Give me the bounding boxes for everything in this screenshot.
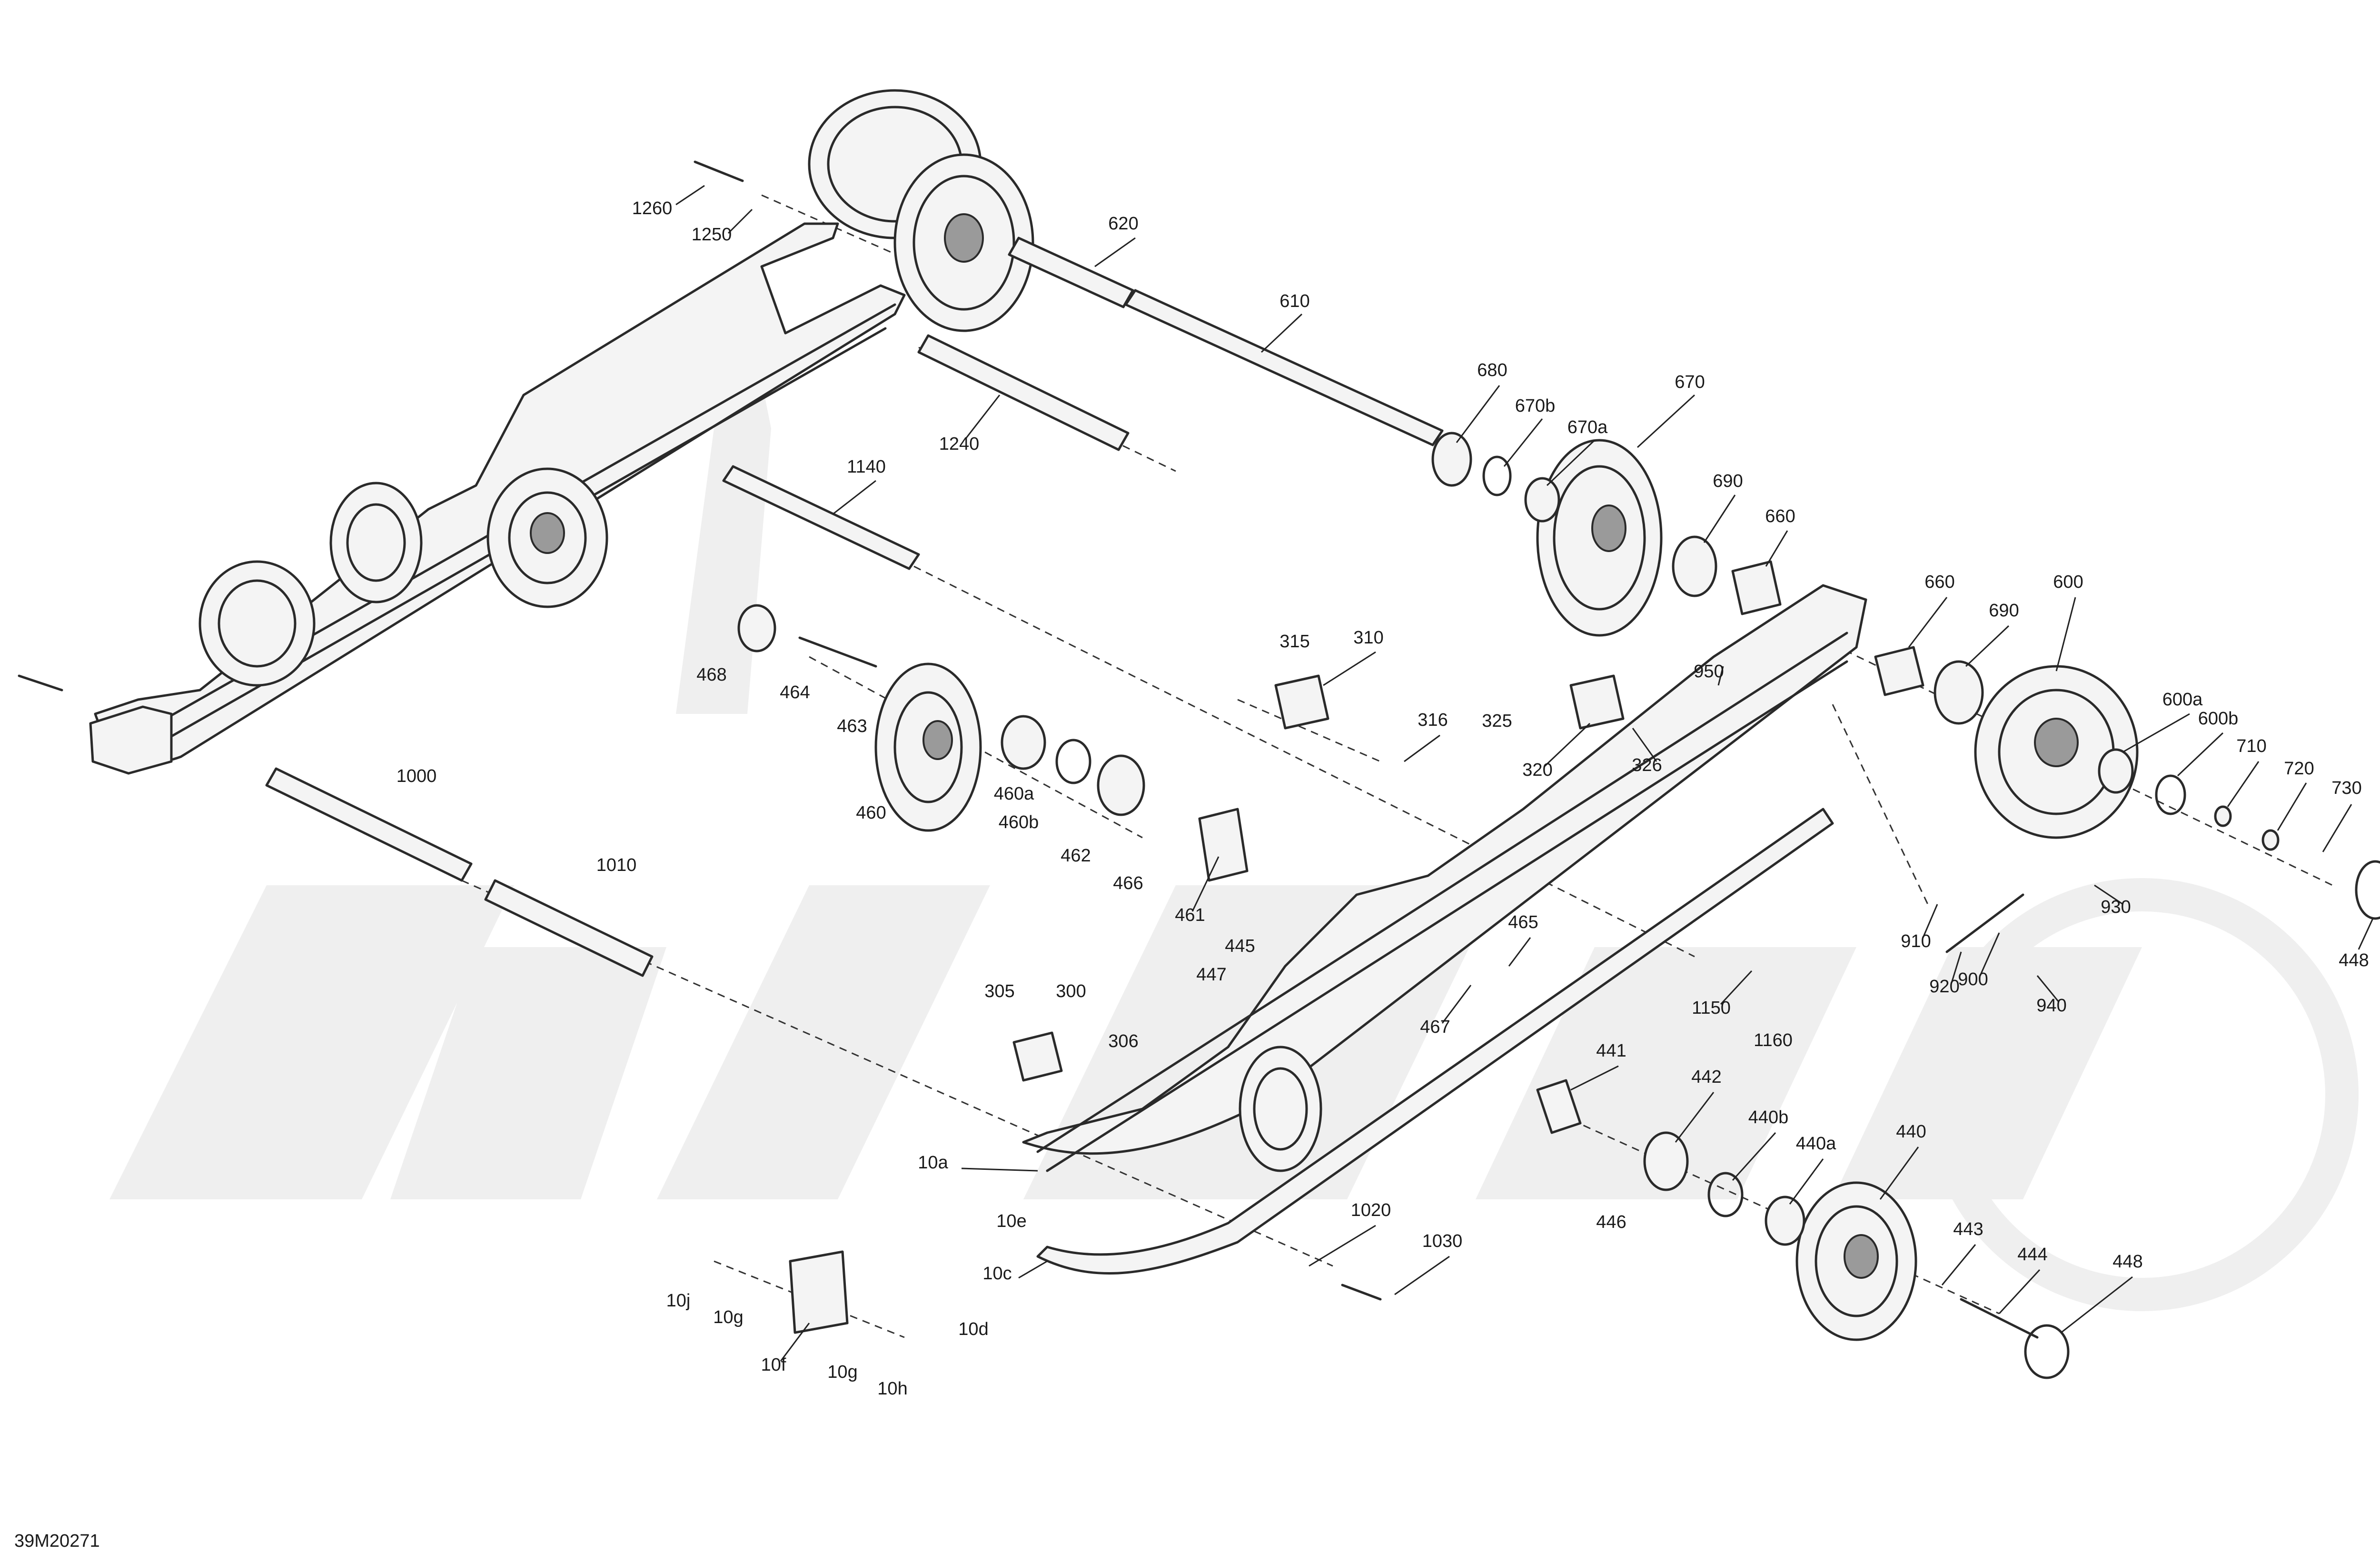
- right-rail: [1022, 584, 1867, 1275]
- part-label-447: 447: [1196, 965, 1226, 985]
- part-label-460: 460: [856, 803, 886, 823]
- part-label-610: 610: [1279, 291, 1309, 311]
- part-label-326: 326: [1632, 755, 1662, 775]
- part-label-1160: 1160: [1754, 1030, 1793, 1050]
- part-label-730: 730: [2331, 778, 2361, 798]
- part-label-448: 448: [2112, 1252, 2142, 1272]
- part-label-462: 462: [1061, 846, 1091, 866]
- part-label-316: 316: [1418, 710, 1448, 730]
- part-label-1140: 1140: [847, 457, 886, 477]
- part-label-441: 441: [1596, 1041, 1626, 1061]
- part-label-660: 660: [1924, 572, 1954, 592]
- part-label-950: 950: [1694, 662, 1724, 682]
- part-label-1250: 1250: [692, 225, 732, 245]
- part-label-305: 305: [984, 981, 1014, 1001]
- part-label-306: 306: [1108, 1031, 1138, 1051]
- part-label-10d: 10d: [958, 1319, 988, 1339]
- part-label-660: 660: [1765, 506, 1795, 526]
- part-label-1240: 1240: [939, 434, 980, 454]
- part-label-920: 920: [1929, 977, 1959, 997]
- right-rail-wheels: [874, 439, 2139, 1341]
- part-label-690: 690: [1989, 601, 2019, 621]
- diagram-id: 39M20271: [14, 1531, 100, 1551]
- part-label-600a: 600a: [2162, 690, 2203, 710]
- part-label-440b: 440b: [1748, 1107, 1789, 1127]
- part-label-10f: 10f: [761, 1355, 786, 1375]
- part-label-468: 468: [696, 665, 726, 685]
- part-label-10h: 10h: [877, 1379, 907, 1399]
- part-label-442: 442: [1691, 1067, 1721, 1087]
- part-label-10c: 10c: [982, 1264, 1012, 1284]
- part-number-labels: 1260 1250 620 610 1240 1140 680 670b 670a 670 690 6…: [397, 198, 2369, 1399]
- part-label-465: 465: [1508, 912, 1538, 932]
- part-label-448: 448: [2339, 950, 2369, 970]
- small-parts: [694, 160, 2380, 1379]
- part-label-670a: 670a: [1567, 417, 1608, 437]
- shafts: [265, 237, 1444, 977]
- part-label-460b: 460b: [999, 812, 1039, 832]
- part-label-440a: 440a: [1796, 1134, 1836, 1154]
- part-label-600b: 600b: [2198, 709, 2239, 729]
- part-label-910: 910: [1901, 931, 1931, 951]
- part-label-940: 940: [2036, 996, 2066, 1016]
- leader-lines: [675, 185, 2374, 1362]
- part-label-900: 900: [1958, 969, 1988, 989]
- part-label-443: 443: [1953, 1219, 1983, 1239]
- part-label-1150: 1150: [1692, 998, 1731, 1018]
- part-label-444: 444: [2017, 1245, 2047, 1265]
- part-label-10a: 10a: [918, 1153, 948, 1173]
- left-rail-wheels: [198, 89, 1034, 687]
- part-label-320: 320: [1522, 760, 1552, 780]
- part-label-464: 464: [780, 682, 810, 702]
- part-label-1000: 1000: [397, 766, 437, 786]
- part-label-670: 670: [1675, 372, 1705, 392]
- part-label-720: 720: [2284, 759, 2314, 779]
- left-tip-block: [18, 674, 173, 775]
- part-label-461: 461: [1175, 905, 1205, 925]
- part-label-466: 466: [1113, 873, 1143, 893]
- part-label-300: 300: [1056, 981, 1086, 1001]
- part-label-930: 930: [2101, 897, 2131, 917]
- part-label-1030: 1030: [1422, 1231, 1463, 1251]
- part-label-460a: 460a: [994, 784, 1034, 804]
- part-label-10g: 10g: [827, 1362, 857, 1382]
- part-label-1010: 1010: [596, 855, 637, 875]
- part-label-600: 600: [2053, 572, 2083, 592]
- part-label-310: 310: [1353, 628, 1383, 648]
- part-label-690: 690: [1713, 471, 1743, 491]
- part-label-1020: 1020: [1351, 1200, 1391, 1220]
- part-label-1260: 1260: [632, 198, 673, 218]
- part-label-445: 445: [1225, 936, 1255, 956]
- part-label-10e: 10e: [996, 1211, 1026, 1231]
- part-label-467: 467: [1420, 1017, 1450, 1037]
- part-label-670b: 670b: [1515, 396, 1556, 416]
- part-label-440: 440: [1896, 1122, 1926, 1142]
- part-label-446: 446: [1596, 1212, 1626, 1232]
- part-label-315: 315: [1279, 632, 1309, 652]
- part-label-10j: 10j: [666, 1291, 691, 1311]
- part-label-620: 620: [1108, 214, 1138, 234]
- part-label-463: 463: [837, 716, 867, 736]
- part-label-680: 680: [1477, 360, 1507, 380]
- part-label-710: 710: [2236, 736, 2266, 756]
- part-label-10g: 10g: [713, 1307, 743, 1327]
- part-label-325: 325: [1482, 711, 1512, 731]
